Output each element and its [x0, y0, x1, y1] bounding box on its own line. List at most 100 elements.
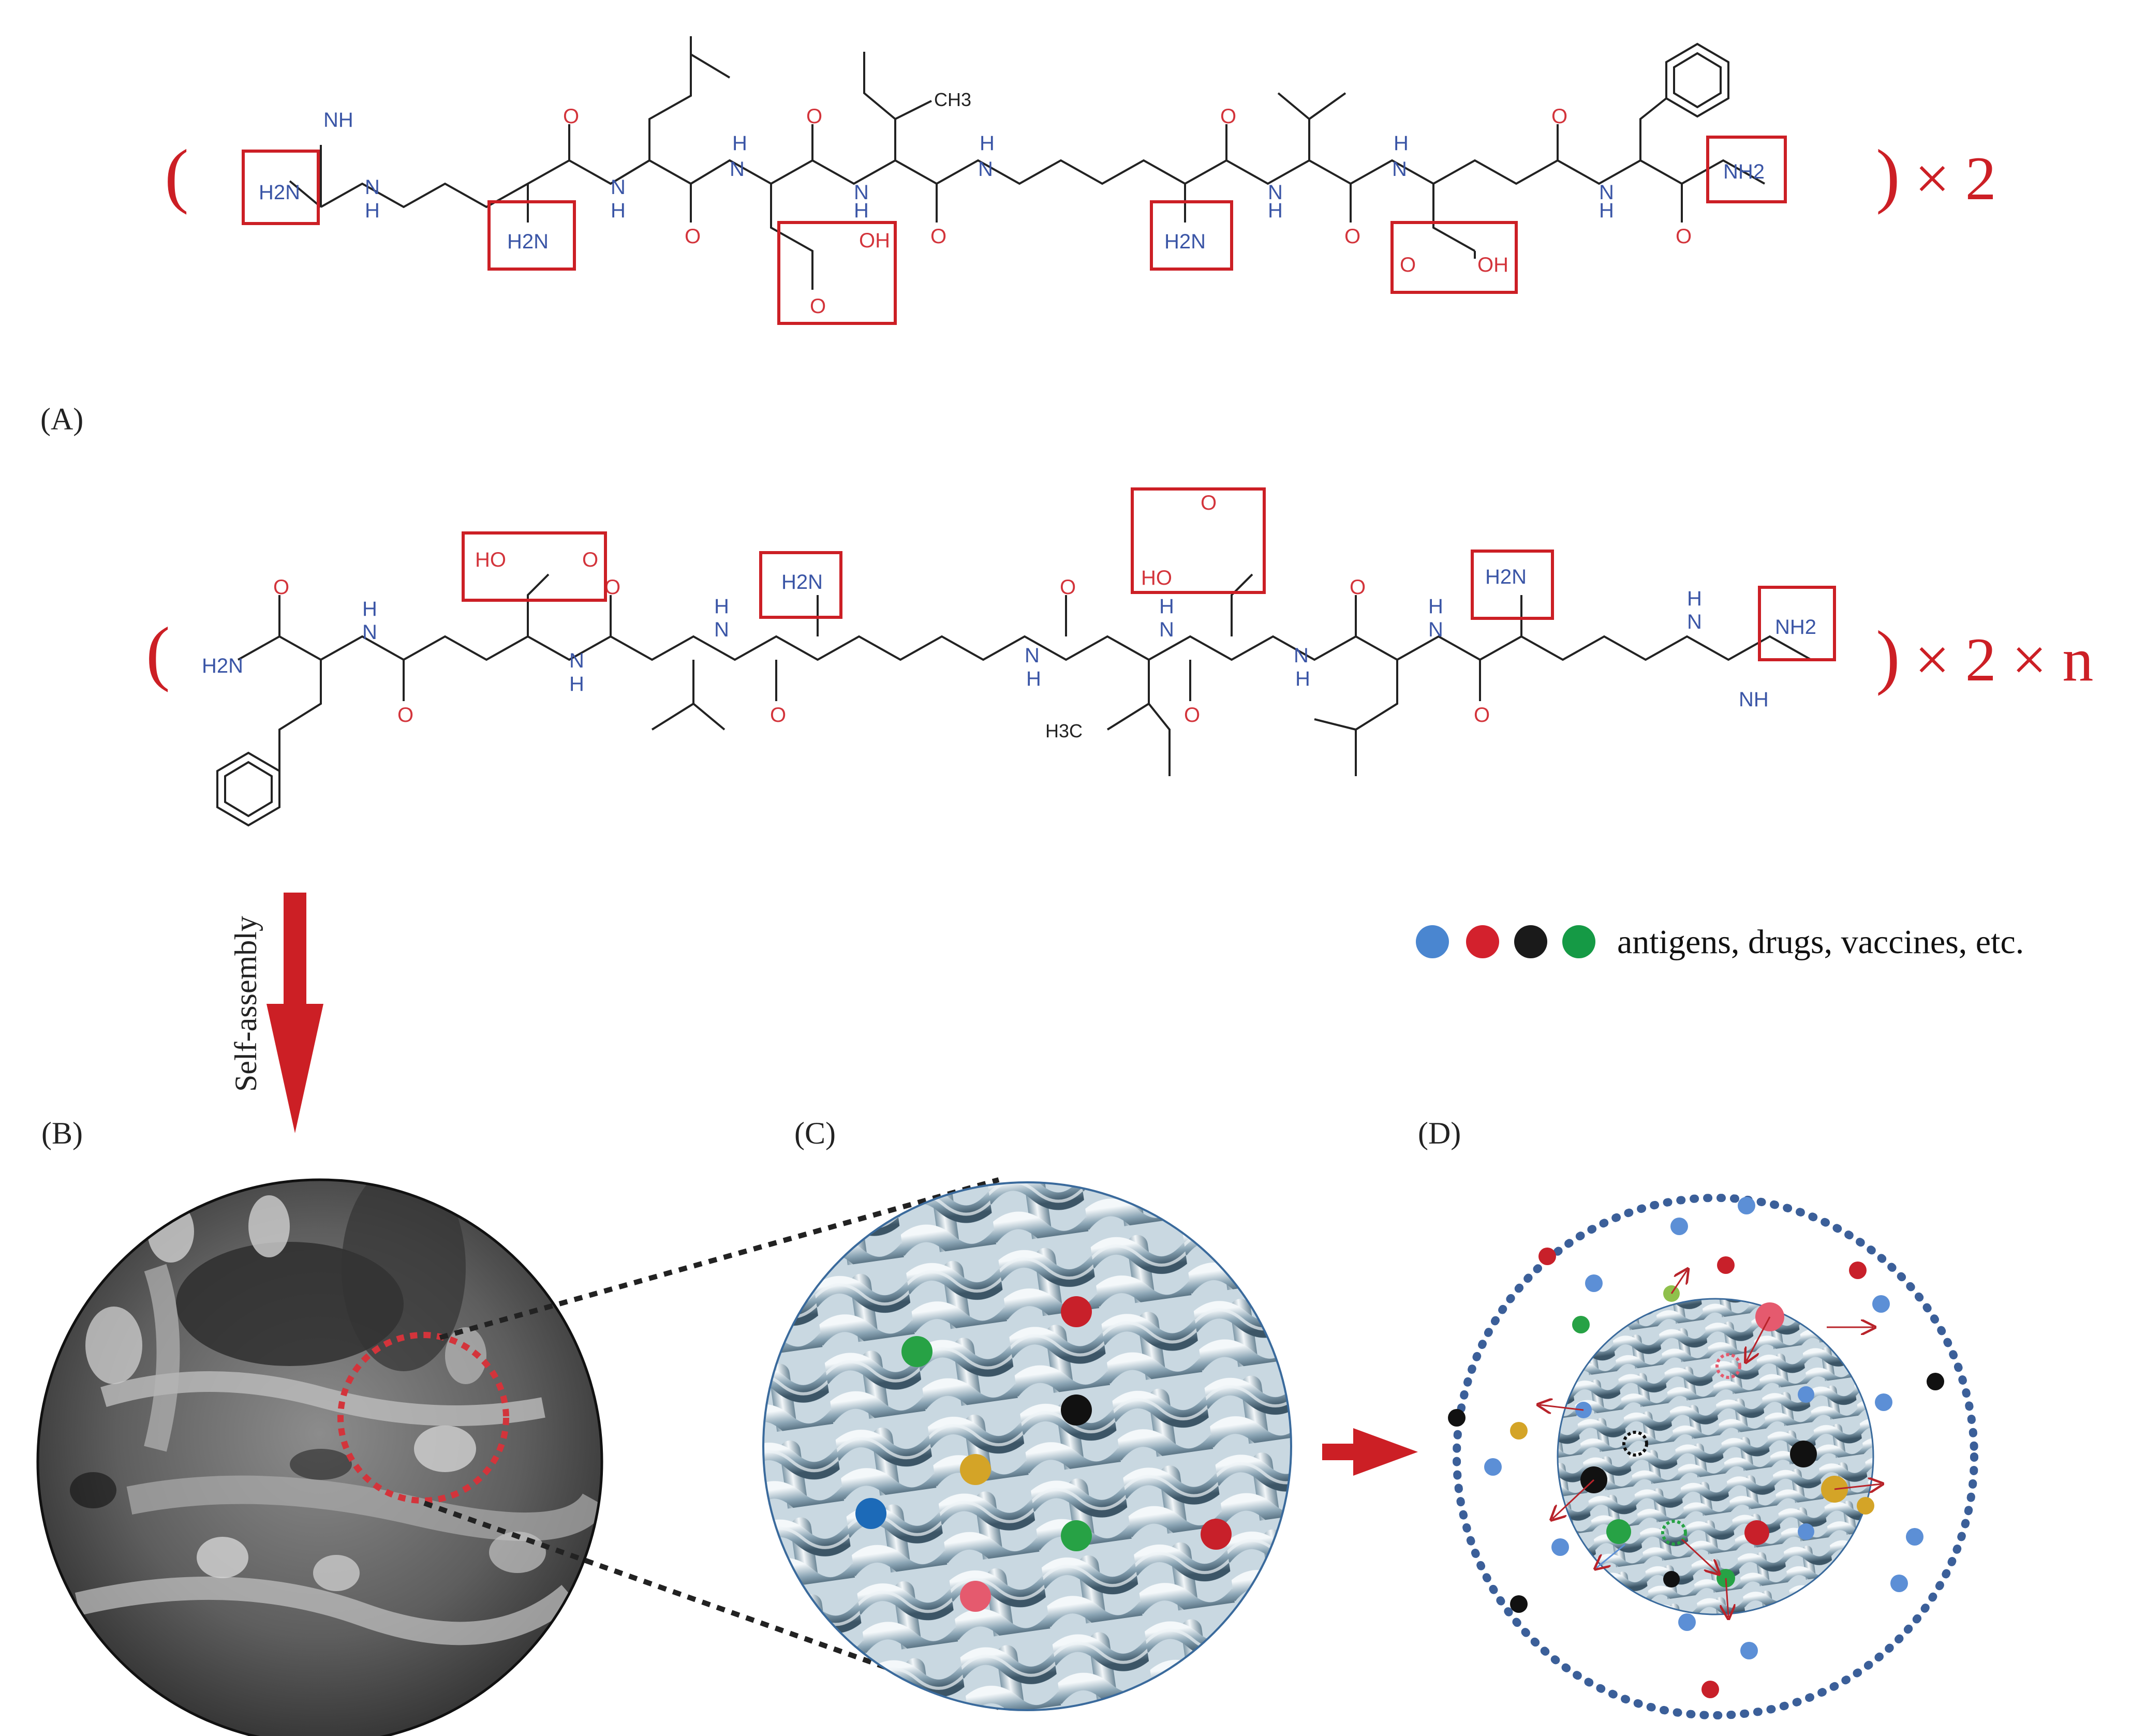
- atom-label: O: [1350, 576, 1366, 599]
- atom-label: N: [362, 621, 377, 644]
- legend-dot-green: [1562, 925, 1595, 958]
- atom-label: N: [1687, 611, 1702, 633]
- zoom-line-top: [439, 1177, 1000, 1340]
- highlight-box: [1706, 136, 1787, 203]
- atom-label: OH: [859, 229, 890, 252]
- atom-label: N: [1025, 644, 1040, 667]
- atom-label: HO: [1141, 567, 1172, 589]
- top-valine-chain: [1277, 92, 1310, 160]
- atom-label: O: [1201, 492, 1217, 514]
- bottom-multiplier: × 2 × n: [1915, 625, 2093, 694]
- atom-label: HO: [475, 548, 506, 571]
- highlight-box: [1150, 200, 1233, 271]
- atom-label: O: [563, 105, 579, 128]
- atom-label: CH3: [934, 89, 971, 110]
- atom-label: H: [714, 595, 729, 618]
- legend-dot-red: [1466, 925, 1499, 958]
- atom-label: H: [362, 598, 377, 620]
- bottom-isoleucine-chain: [1106, 660, 1150, 731]
- top-phenyl-ring-inner: [1673, 52, 1722, 109]
- atom-label: N: [1268, 181, 1283, 204]
- atom-label: OH: [1477, 254, 1508, 276]
- atom-label: H: [1026, 667, 1041, 690]
- bottom-phenyl-ring: [216, 751, 280, 827]
- bottom-leucine-chain: [1355, 660, 1398, 776]
- atom-label: O: [685, 225, 701, 248]
- atom-label: H: [980, 132, 995, 155]
- cargo-green: [1606, 1519, 1631, 1544]
- atom-label: H: [1394, 132, 1409, 155]
- bottom-open-paren: (: [146, 613, 170, 693]
- highlight-box: [487, 200, 576, 271]
- legend-dot-blue: [1416, 925, 1449, 958]
- atom-label: H: [1599, 199, 1614, 222]
- vacancy-pink: [1715, 1353, 1741, 1379]
- atom-label: H: [1159, 595, 1174, 618]
- atom-label: N: [1159, 618, 1174, 641]
- panel-label-d: (D): [1418, 1116, 1461, 1150]
- top-guanidine-bond-2: [289, 180, 322, 208]
- cargo-blue: [855, 1498, 886, 1529]
- atom-label: H3C: [1045, 720, 1083, 741]
- atom-label: O: [1551, 105, 1567, 128]
- atom-label: O: [1400, 254, 1416, 276]
- atom-label: O: [1474, 704, 1490, 726]
- atom-label: O: [582, 548, 598, 571]
- legend: antigens, drugs, vaccines, etc.: [1416, 923, 2024, 961]
- vacancy-black: [1622, 1431, 1648, 1457]
- vacancy-green: [1661, 1520, 1687, 1546]
- atom-label: N: [854, 181, 869, 204]
- atom-label: O: [806, 105, 822, 128]
- legend-text: antigens, drugs, vaccines, etc.: [1617, 923, 2024, 961]
- release-arrow: [1322, 1428, 1418, 1476]
- atom-label: N: [714, 618, 729, 641]
- atom-label: N: [569, 649, 584, 672]
- self-assembly-label: Self-assembly: [229, 916, 263, 1092]
- atom-label: H: [854, 199, 869, 222]
- atom-label: H2N: [1164, 230, 1206, 253]
- atom-label: O: [1676, 225, 1692, 248]
- self-assembly-arrow: Self-assembly: [229, 893, 323, 1133]
- atom-label: N: [978, 158, 993, 181]
- top-aspartate-chain: [770, 184, 813, 290]
- cargo-red: [1201, 1519, 1232, 1550]
- atom-label: H2N: [259, 181, 300, 204]
- atom-label: N: [1599, 181, 1614, 204]
- top-glutamate-chain: [1432, 184, 1475, 252]
- atom-label: O: [770, 704, 786, 726]
- cargo-red: [1061, 1296, 1092, 1327]
- atom-label: O: [930, 225, 946, 248]
- top-backbone: [320, 159, 1765, 209]
- cargo-black: [1061, 1394, 1092, 1426]
- cargo-gold: [960, 1454, 991, 1485]
- legend-dot-black: [1514, 925, 1547, 958]
- sem-image: [36, 1178, 603, 1736]
- bottom-phe-chain: [278, 660, 322, 771]
- top-leucine-chain: [648, 52, 731, 160]
- atom-label: N: [611, 176, 626, 199]
- highlight-box: [462, 531, 607, 602]
- atom-label: H: [732, 132, 747, 155]
- atom-label: NH: [323, 109, 353, 131]
- atom-label: O: [1220, 105, 1236, 128]
- atom-label: H: [569, 673, 584, 695]
- atom-label: H: [1295, 667, 1310, 690]
- atom-label: H: [1268, 199, 1283, 222]
- top-close-paren: ): [1876, 135, 1900, 215]
- atom-label: NH: [1739, 688, 1769, 711]
- cargo-black: [1663, 1571, 1680, 1587]
- cargo-green: [901, 1336, 933, 1367]
- atom-label: N: [365, 176, 380, 199]
- atom-label: NH2: [1775, 616, 1816, 639]
- atom-label: N: [1294, 644, 1309, 667]
- top-peptide-structure: ( NH H2N N H H2N: [165, 36, 1996, 325]
- atom-label: H: [1687, 587, 1702, 610]
- highlight-box: [759, 551, 842, 619]
- atom-label: O: [273, 576, 289, 599]
- bottom-aspartate-chain: [1231, 573, 1253, 636]
- atom-label: H: [1428, 595, 1443, 618]
- atom-label: O: [810, 295, 826, 318]
- bottom-backbone: [238, 635, 1812, 661]
- atom-label: H: [611, 199, 626, 222]
- cargo-blue: [1798, 1386, 1814, 1403]
